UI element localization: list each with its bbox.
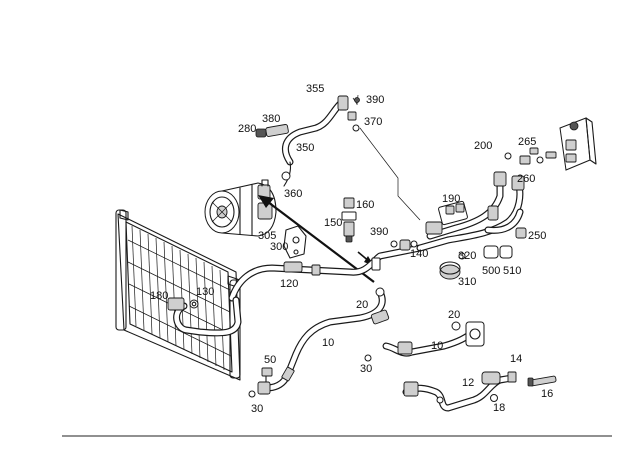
label-510: 510	[503, 265, 521, 277]
hose-10-main	[257, 287, 390, 395]
label-130: 130	[196, 286, 214, 298]
label-280: 280	[238, 123, 256, 135]
fitting-50	[248, 367, 273, 398]
label-10-main: 10	[322, 337, 334, 349]
label-160: 160	[356, 199, 374, 211]
label-180: 180	[150, 290, 168, 302]
label-30-left: 30	[251, 403, 263, 415]
label-310: 310	[458, 276, 476, 288]
label-250: 250	[528, 230, 546, 242]
label-370: 370	[364, 116, 382, 128]
label-260: 260	[517, 173, 535, 185]
fitting-200	[504, 147, 544, 165]
label-18: 18	[493, 402, 505, 414]
bracket-300	[283, 225, 307, 259]
callout-labels: 355 390 380 370 280 350 360 160 150 390 …	[150, 83, 553, 415]
condenser	[115, 209, 241, 381]
service-valve-190	[425, 200, 468, 235]
clamp-500	[483, 245, 513, 259]
label-305: 305	[258, 230, 276, 242]
label-20-upper: 20	[356, 299, 368, 311]
hose-12	[402, 371, 517, 412]
label-350: 350	[296, 142, 314, 154]
label-20-lower: 20	[448, 309, 460, 321]
label-120: 120	[280, 278, 298, 290]
label-140: 140	[410, 248, 428, 260]
label-380: 380	[262, 113, 280, 125]
pipe-16	[527, 375, 557, 387]
compressor	[204, 179, 277, 237]
label-50: 50	[264, 354, 276, 366]
label-500: 500	[482, 265, 500, 277]
label-16: 16	[541, 388, 553, 400]
hose-120	[228, 244, 424, 302]
label-12: 12	[462, 377, 474, 389]
expansion-valve	[545, 117, 597, 171]
label-200: 200	[474, 140, 492, 152]
label-265: 265	[518, 136, 536, 148]
hose-10-secondary	[364, 321, 485, 362]
label-10-secondary: 10	[431, 340, 443, 352]
pressure-switch	[341, 197, 357, 243]
label-390-mid: 390	[370, 226, 388, 238]
label-320: 320	[458, 250, 476, 262]
label-190: 190	[442, 193, 460, 205]
label-390-top: 390	[366, 94, 384, 106]
label-355: 355	[306, 83, 324, 95]
label-360: 360	[284, 188, 302, 200]
label-300: 300	[270, 241, 288, 253]
hose-350	[255, 95, 349, 187]
hose-250-assembly	[416, 171, 527, 252]
bracket-310	[439, 252, 466, 280]
label-150: 150	[324, 217, 342, 229]
fitting-140	[390, 239, 418, 251]
label-30-right: 30	[360, 363, 372, 375]
hose-130	[167, 296, 242, 337]
label-14: 14	[510, 353, 522, 365]
fitting-355-370	[347, 94, 360, 132]
